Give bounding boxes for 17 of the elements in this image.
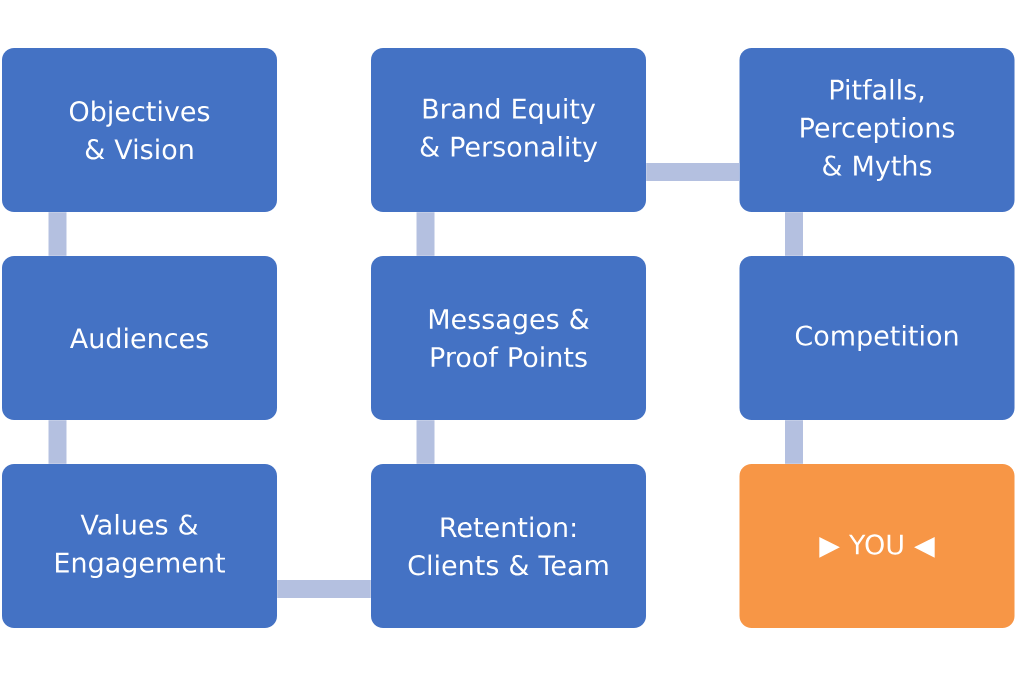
process-box: Audiences xyxy=(2,256,277,420)
connector-bar xyxy=(785,212,803,256)
connector-bar xyxy=(416,420,435,464)
process-box: ▶ YOU ◀ xyxy=(739,464,1015,628)
process-box: Values & Engagement xyxy=(2,464,277,628)
process-box: Retention: Clients & Team xyxy=(371,464,646,628)
connector-bar xyxy=(416,212,435,256)
process-box: Pitfalls, Perceptions & Myths xyxy=(739,48,1015,212)
process-box: Messages & Proof Points xyxy=(371,256,646,420)
connector-bar xyxy=(277,580,371,598)
connector-bar xyxy=(785,420,803,464)
process-box: Brand Equity & Personality xyxy=(371,48,646,212)
connector-bar xyxy=(48,212,67,256)
process-box: Competition xyxy=(739,256,1015,420)
process-box: Objectives & Vision xyxy=(2,48,277,212)
connector-bar xyxy=(646,163,740,181)
connector-bar xyxy=(48,420,67,464)
